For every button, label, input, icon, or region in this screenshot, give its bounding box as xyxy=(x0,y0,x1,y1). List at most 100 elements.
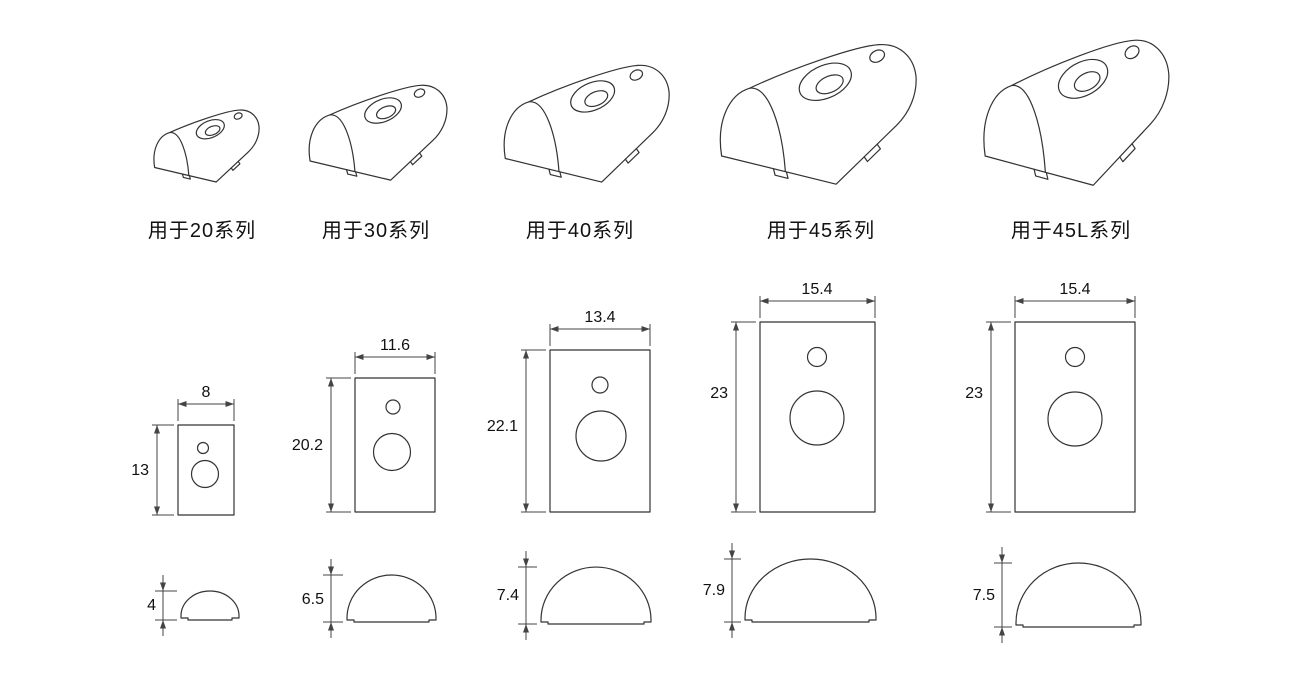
iso-pilot-hole xyxy=(629,68,644,82)
height-dimension-value: 20.2 xyxy=(292,437,323,454)
iso-end-face-edge xyxy=(170,132,189,175)
height-dimension-value: 22.1 xyxy=(487,418,518,435)
width-dimension-value: 8 xyxy=(202,384,211,401)
series-label-45L: 用于45L系列 xyxy=(1011,219,1131,242)
iso-body-outline xyxy=(504,65,669,182)
front-height-dimension-45: 23 xyxy=(710,321,756,513)
iso-view-45L xyxy=(984,40,1169,185)
front-view-45L: 15.4 23 xyxy=(965,281,1136,513)
iso-pilot-hole xyxy=(413,88,425,99)
column-series-45: 用于45系列 15.4 23 xyxy=(703,45,916,638)
front-screw-hole xyxy=(372,432,412,472)
iso-base-notches xyxy=(182,161,239,179)
iso-view-30 xyxy=(309,85,447,180)
front-view-20: 8 13 xyxy=(131,384,235,516)
height-dimension-value: 23 xyxy=(965,385,983,402)
side-height-dimension-40: 7.4 xyxy=(497,551,537,640)
column-series-45L: 用于45L系列 15.4 23 xyxy=(965,40,1169,643)
column-series-40: 用于40系列 13.4 22.1 xyxy=(487,65,669,640)
front-pilot-hole xyxy=(385,399,401,415)
width-dimension-value: 15.4 xyxy=(1059,281,1090,298)
height-dimension-value: 13 xyxy=(131,462,149,479)
front-pilot-hole xyxy=(1064,346,1086,368)
front-body xyxy=(759,321,876,513)
side-height-value: 7.4 xyxy=(497,587,519,604)
iso-slot-hole-inner xyxy=(375,103,397,121)
front-screw-hole xyxy=(1047,391,1103,447)
series-label-20: 用于20系列 xyxy=(148,219,256,242)
height-dimension-value: 23 xyxy=(710,385,728,402)
front-view-40: 13.4 22.1 xyxy=(487,309,651,513)
side-dome-outline xyxy=(540,566,652,625)
iso-body-outline xyxy=(984,40,1169,185)
side-view-45: 7.9 xyxy=(703,543,877,638)
side-view-40: 7.4 xyxy=(497,551,652,640)
front-pilot-hole xyxy=(806,346,828,368)
front-height-dimension-20: 13 xyxy=(131,424,174,516)
side-height-value: 4 xyxy=(147,597,156,614)
front-pilot-hole xyxy=(196,441,210,455)
side-view-20: 4 xyxy=(147,575,240,636)
iso-body-outline xyxy=(309,85,447,180)
side-height-value: 6.5 xyxy=(302,591,324,608)
iso-end-face-edge xyxy=(1012,85,1046,172)
iso-base-notches xyxy=(549,149,639,178)
iso-end-face-edge xyxy=(750,88,786,171)
front-screw-hole xyxy=(190,459,220,489)
front-width-dimension-45L: 15.4 xyxy=(1014,281,1136,318)
front-height-dimension-45L: 23 xyxy=(965,321,1011,513)
front-height-dimension-40: 22.1 xyxy=(487,349,546,513)
side-dome-outline xyxy=(346,574,437,623)
front-view-45: 15.4 23 xyxy=(710,281,876,513)
iso-slot-hole-outer xyxy=(194,116,226,143)
side-height-value: 7.9 xyxy=(703,582,725,599)
front-height-dimension-30: 20.2 xyxy=(292,377,351,513)
side-view-30: 6.5 xyxy=(302,559,437,638)
series-label-30: 用于30系列 xyxy=(322,219,430,242)
side-dome-outline xyxy=(180,590,240,621)
iso-base-notches xyxy=(347,153,422,176)
iso-pilot-hole xyxy=(868,48,885,64)
iso-base-notches xyxy=(1034,144,1135,180)
iso-slot-hole-inner xyxy=(204,124,221,137)
series-label-45: 用于45系列 xyxy=(767,219,875,242)
iso-slot-hole-outer xyxy=(567,75,618,118)
iso-view-20 xyxy=(154,110,259,182)
front-body xyxy=(177,424,235,516)
side-view-45L: 7.5 xyxy=(973,547,1142,643)
front-body xyxy=(549,349,651,513)
iso-slot-hole-inner xyxy=(1073,68,1102,95)
iso-slot-hole-inner xyxy=(583,88,609,110)
series-label-40: 用于40系列 xyxy=(526,219,634,242)
front-width-dimension-45: 15.4 xyxy=(759,281,876,318)
side-height-dimension-45: 7.9 xyxy=(703,543,741,638)
front-view-30: 11.6 20.2 xyxy=(292,337,436,513)
front-body xyxy=(354,377,436,513)
side-height-value: 7.5 xyxy=(973,587,995,604)
front-width-dimension-20: 8 xyxy=(177,384,235,421)
iso-view-40 xyxy=(504,65,669,182)
front-screw-hole xyxy=(789,390,845,446)
iso-slot-hole-inner xyxy=(814,71,845,97)
iso-slot-hole-outer xyxy=(795,56,855,107)
width-dimension-value: 11.6 xyxy=(380,337,410,354)
iso-view-45 xyxy=(720,45,916,185)
iso-slot-hole-outer xyxy=(1055,52,1112,105)
side-height-dimension-30: 6.5 xyxy=(302,559,343,638)
front-screw-hole xyxy=(575,410,627,462)
front-pilot-hole xyxy=(591,376,609,394)
front-width-dimension-40: 13.4 xyxy=(549,309,651,346)
iso-body-outline xyxy=(720,45,916,185)
front-body xyxy=(1014,321,1136,513)
side-height-dimension-20: 4 xyxy=(147,575,177,636)
iso-end-face-edge xyxy=(330,115,355,172)
front-width-dimension-30: 11.6 xyxy=(354,337,436,374)
iso-base-notches xyxy=(773,144,880,178)
width-dimension-value: 13.4 xyxy=(584,309,615,326)
side-dome-outline xyxy=(1015,562,1142,628)
iso-pilot-hole xyxy=(233,112,242,121)
iso-body-outline xyxy=(154,110,259,182)
side-height-dimension-45L: 7.5 xyxy=(973,547,1012,643)
